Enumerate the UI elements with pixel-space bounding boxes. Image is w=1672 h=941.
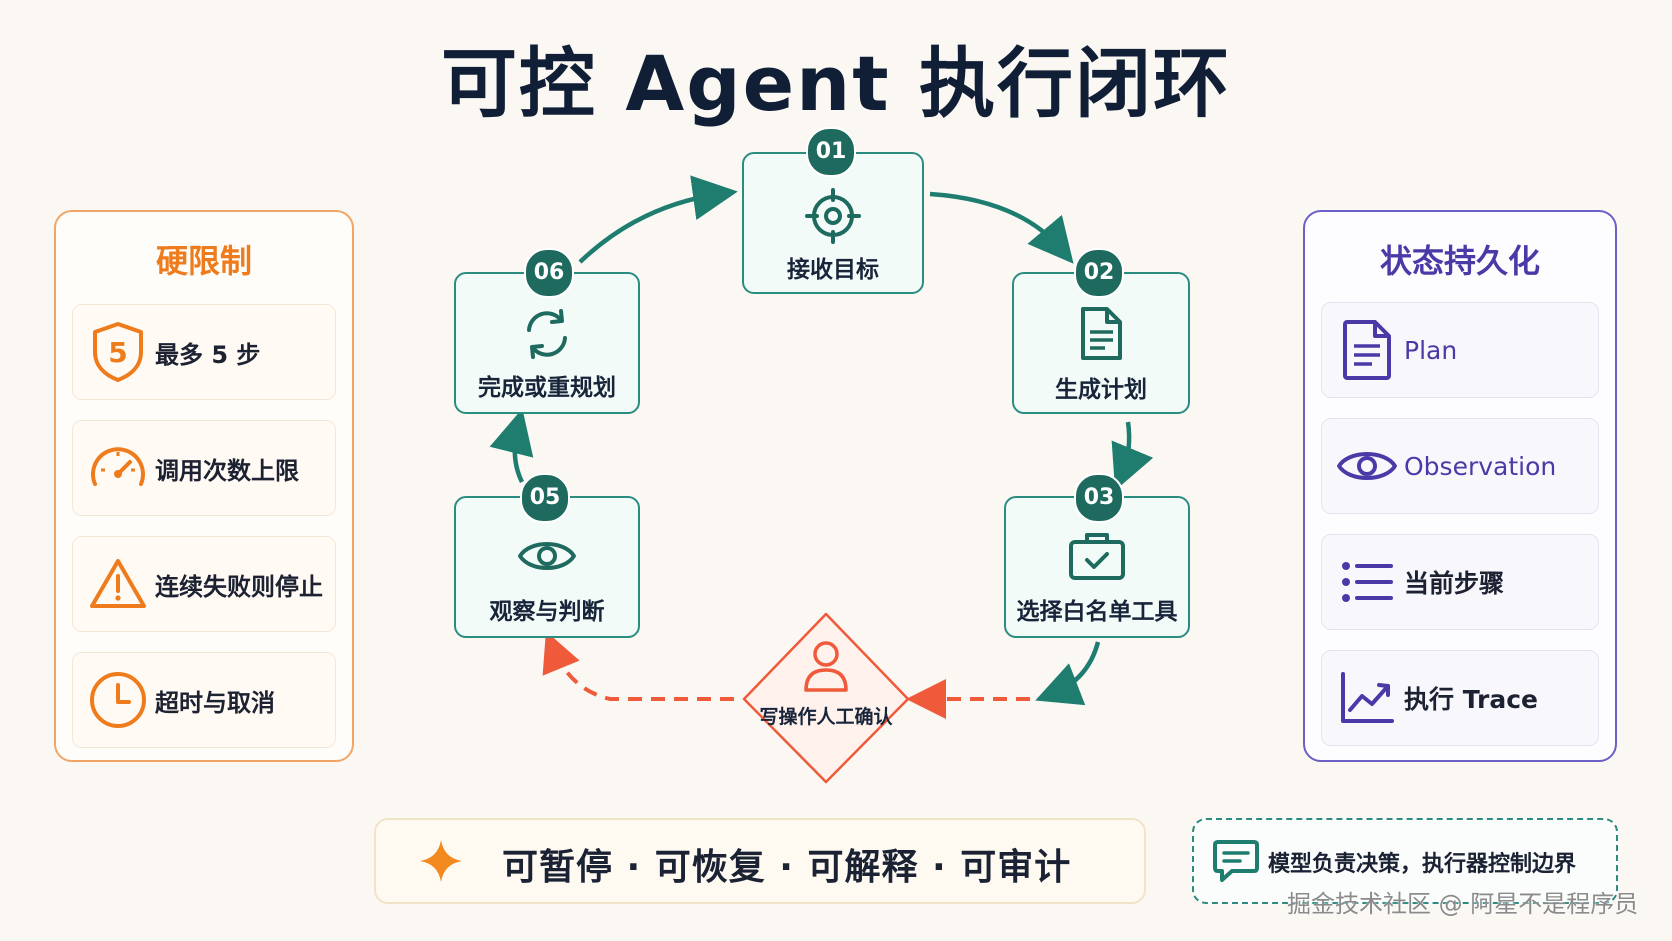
- state-label-observation: Observation: [1404, 451, 1557, 481]
- limit-card-call-count: 调用次数上限: [72, 420, 336, 516]
- state-card-observation: Observation: [1321, 418, 1599, 514]
- step-node-02: 生成计划: [1012, 272, 1190, 414]
- state-label-current-step: 当前步骤: [1404, 569, 1505, 598]
- note-text: 模型负责决策，执行器控制边界: [1268, 852, 1577, 877]
- trend-chart-icon: [1330, 651, 1404, 745]
- arrow-confirm-to-05: [542, 631, 734, 701]
- limit-label-timeout: 超时与取消: [155, 688, 275, 717]
- document-icon: [1330, 303, 1404, 397]
- arrow-01-to-02: [929, 191, 1074, 264]
- sparkle-icon: [418, 838, 464, 888]
- limit-card-timeout: 超时与取消: [72, 652, 336, 748]
- step-label-02: 生成计划: [1055, 377, 1147, 403]
- step-badge-01: 01: [806, 127, 856, 177]
- principles-bar: 可暂停 · 可恢复 · 可解释 · 可审计: [374, 818, 1146, 904]
- list-icon: [1330, 535, 1404, 629]
- hard-limits-panel: 硬限制 5 最多 5 步 调用次数上限: [54, 210, 354, 762]
- refresh-icon: [456, 308, 638, 360]
- target-icon: [744, 188, 922, 244]
- watermark: 掘金技术社区 @ 阿星不是程序员: [1287, 890, 1639, 918]
- arrow-05-to-06: [489, 408, 534, 484]
- state-card-plan: Plan: [1321, 302, 1599, 398]
- eye-icon: [456, 534, 638, 578]
- step-badge-03: 03: [1074, 473, 1124, 523]
- shield-badge-number: 5: [108, 336, 127, 369]
- principles-text: 可暂停 · 可恢复 · 可解释 · 可审计: [502, 847, 1072, 888]
- step-badge-06: 06: [524, 248, 574, 298]
- arrow-06-to-01: [578, 175, 738, 264]
- limit-label-max-steps: 最多 5 步: [155, 340, 261, 369]
- step-badge-05: 05: [520, 473, 570, 523]
- state-label-trace: 执行 Trace: [1404, 685, 1538, 714]
- state-card-current-step: 当前步骤: [1321, 534, 1599, 630]
- eye-icon: [1330, 419, 1404, 513]
- arrow-02-to-03: [1111, 421, 1154, 491]
- state-card-trace: 执行 Trace: [1321, 650, 1599, 746]
- toolbox-check-icon: [1006, 530, 1188, 582]
- limit-label-consecutive-failure: 连续失败则停止: [155, 572, 323, 601]
- confirm-diamond: [742, 612, 910, 784]
- limit-label-call-count: 调用次数上限: [155, 456, 299, 485]
- person-icon: [804, 641, 848, 692]
- state-persistence-title: 状态持久化: [1379, 242, 1540, 280]
- step-label-06: 完成或重规划: [478, 375, 616, 401]
- step-label-05: 观察与判断: [489, 599, 605, 625]
- document-icon: [1014, 306, 1188, 362]
- warning-icon: [81, 537, 155, 631]
- step-label-03: 选择白名单工具: [1016, 599, 1178, 625]
- state-label-plan: Plan: [1404, 335, 1458, 365]
- hard-limits-title: 硬限制: [155, 242, 252, 280]
- page-title: 可控 Agent 执行闭环: [440, 39, 1232, 128]
- confirm-label: 写操作人工确认: [759, 706, 893, 728]
- arrow-03-to-confirm: [1035, 641, 1101, 706]
- limit-card-max-steps: 5 最多 5 步: [72, 304, 336, 400]
- note-box: 模型负责决策，执行器控制边界: [1192, 818, 1618, 904]
- step-label-01: 接收目标: [787, 257, 879, 283]
- clock-icon: [81, 653, 155, 747]
- state-persistence-panel: 状态持久化 Plan Observation: [1303, 210, 1617, 762]
- step-badge-02: 02: [1074, 248, 1124, 298]
- limit-card-consecutive-failure: 连续失败则停止: [72, 536, 336, 632]
- shield-5-icon: 5: [81, 305, 155, 399]
- speedometer-icon: [81, 421, 155, 515]
- chat-icon: [1212, 838, 1260, 888]
